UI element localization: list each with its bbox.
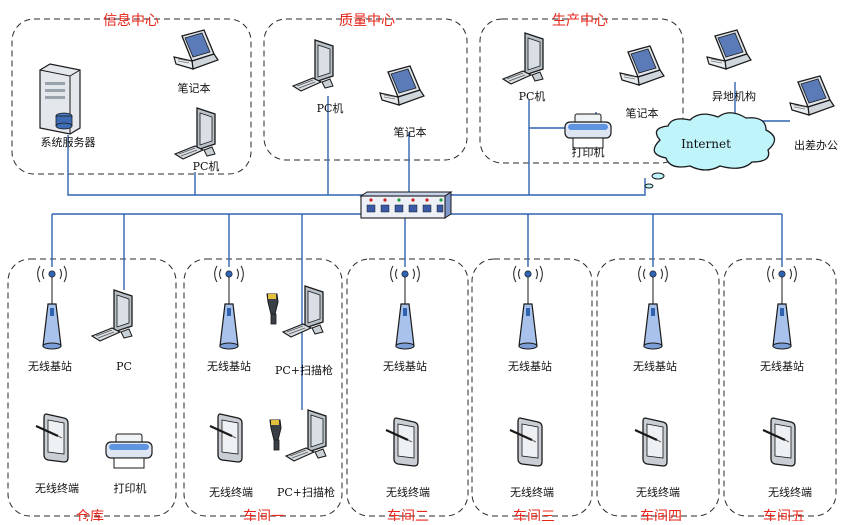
- cloud-icon: [644, 112, 776, 189]
- handheld-terminal-icon: [761, 416, 797, 468]
- network-switch-icon: [359, 191, 453, 219]
- group-frame-workshop-1: [183, 258, 343, 517]
- device-label: PC机: [519, 89, 546, 103]
- group-frame-workshop-2: [346, 258, 469, 517]
- group-frame-info-center: [11, 18, 252, 175]
- device-label: 无线终端: [35, 481, 79, 495]
- group-title-warehouse: 仓库: [76, 509, 104, 521]
- device-label: 无线基站: [383, 359, 427, 373]
- device-label: 无线基站: [28, 359, 72, 373]
- internet-label: Internet: [681, 137, 731, 151]
- handheld-terminal-icon: [508, 416, 544, 468]
- laptop-icon: [173, 29, 219, 70]
- device-label: 无线基站: [633, 359, 677, 373]
- wireless-base-station-icon: [767, 265, 797, 350]
- handheld-terminal-icon: [34, 412, 70, 464]
- laptop-icon: [619, 45, 665, 86]
- scanner-icon: [269, 419, 282, 451]
- group-frame-quality-center: [263, 18, 468, 161]
- device-label: 打印机: [572, 145, 605, 159]
- group-frame-workshop-3: [471, 258, 593, 517]
- device-label: 打印机: [114, 481, 147, 495]
- pc-monitor-icon: [282, 285, 324, 338]
- laptop-icon: [706, 29, 752, 70]
- laptop-icon: [379, 65, 425, 106]
- device-label: PC: [116, 360, 132, 373]
- printer-icon: [564, 113, 612, 149]
- device-label: PC机: [317, 101, 344, 115]
- device-label: 系统服务器: [41, 136, 96, 149]
- group-title-workshop-1: 车间一: [243, 508, 285, 521]
- device-label: 无线终端: [386, 485, 430, 499]
- device-label: PC+扫描枪: [275, 363, 333, 377]
- device-label: 无线基站: [207, 359, 251, 373]
- handheld-terminal-icon: [633, 416, 669, 468]
- pc-monitor-icon: [502, 32, 544, 85]
- group-title-quality-center: 质量中心: [339, 13, 395, 29]
- device-label: 无线基站: [760, 359, 804, 373]
- group-title-production-center: 生产中心: [552, 13, 608, 29]
- pc-monitor-icon: [292, 39, 334, 92]
- server-icon: [39, 63, 81, 135]
- pc-monitor-icon: [174, 107, 216, 160]
- pc-monitor-icon: [91, 289, 133, 342]
- device-label: 异地机构: [712, 89, 756, 103]
- wireless-base-station-icon: [37, 265, 67, 350]
- wireless-base-station-icon: [513, 265, 543, 350]
- device-label: 笔记本: [626, 106, 659, 120]
- group-title-workshop-5: 车间五: [763, 508, 805, 521]
- device-label: 无线终端: [209, 485, 253, 499]
- device-label: PC+扫描枪: [277, 485, 335, 499]
- wireless-base-station-icon: [390, 265, 420, 350]
- pc-monitor-icon: [285, 409, 327, 462]
- handheld-terminal-icon: [208, 412, 244, 464]
- group-title-workshop-4: 车间四: [640, 508, 682, 521]
- device-label: 无线终端: [510, 485, 554, 499]
- scanner-icon: [266, 293, 279, 325]
- group-frame-workshop-5: [723, 258, 837, 517]
- group-frame-production-center: [479, 18, 684, 164]
- printer-icon: [105, 433, 153, 469]
- device-label: 无线终端: [636, 485, 680, 499]
- wireless-base-station-icon: [214, 265, 244, 350]
- device-label: 笔记本: [178, 81, 211, 95]
- device-label: PC机: [193, 159, 220, 173]
- device-label: 出差办公: [794, 138, 838, 152]
- device-label: 笔记本: [394, 125, 427, 139]
- group-title-workshop-2: 车间二: [387, 508, 429, 521]
- device-label: 无线基站: [508, 359, 552, 373]
- group-frame-workshop-4: [596, 258, 720, 517]
- group-title-workshop-3: 车间三: [513, 508, 555, 521]
- group-title-info-center: 信息中心: [103, 12, 159, 29]
- wireless-base-station-icon: [638, 265, 668, 350]
- handheld-terminal-icon: [384, 416, 420, 468]
- laptop-icon: [789, 75, 835, 116]
- device-label: 无线终端: [768, 485, 812, 499]
- group-frame-warehouse: [7, 258, 177, 517]
